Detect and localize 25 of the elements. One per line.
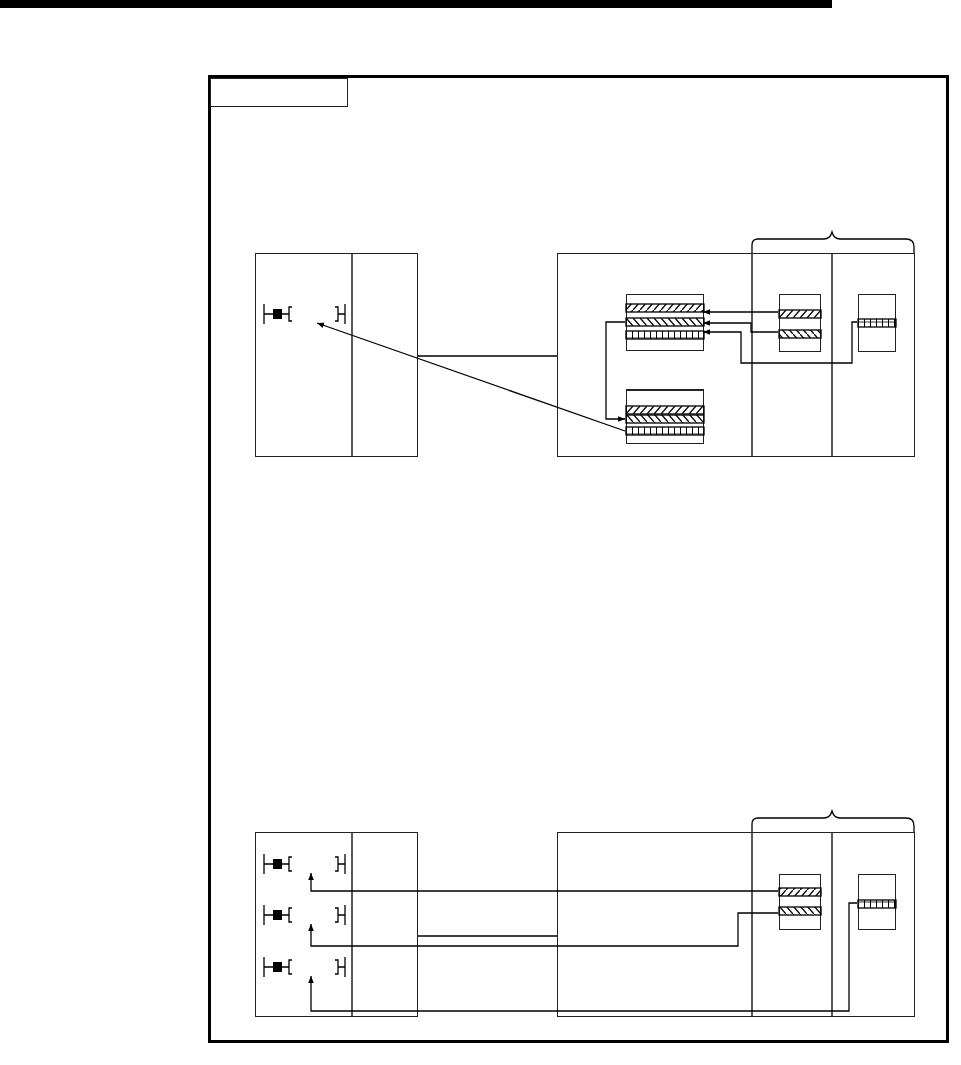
ladder-instruction-symbol: [263, 854, 346, 874]
ladder-instruction-symbol: [263, 304, 346, 324]
arrow: [702, 320, 779, 333]
connection-line: [417, 355, 558, 357]
arrow: [605, 321, 626, 422]
ladder-instruction-symbol: [263, 957, 346, 977]
arrow: [308, 872, 779, 892]
memory-block: [626, 389, 704, 444]
memory-block: [779, 874, 821, 930]
arrow: [702, 309, 779, 315]
arrow: [308, 912, 779, 947]
module-box: [557, 832, 915, 1017]
module-box: [255, 832, 418, 1017]
module-box: [255, 253, 418, 457]
arrow: [702, 321, 858, 364]
title-tab: [210, 78, 348, 107]
arrow: [308, 902, 858, 1012]
memory-block: [858, 294, 896, 352]
ladder-instruction-symbol: [263, 905, 346, 925]
memory-block: [626, 294, 704, 351]
memory-block: [779, 294, 821, 352]
connection-line: [417, 935, 558, 937]
module-box: [557, 253, 915, 457]
memory-block: [858, 874, 896, 930]
arrow: [316, 322, 626, 432]
